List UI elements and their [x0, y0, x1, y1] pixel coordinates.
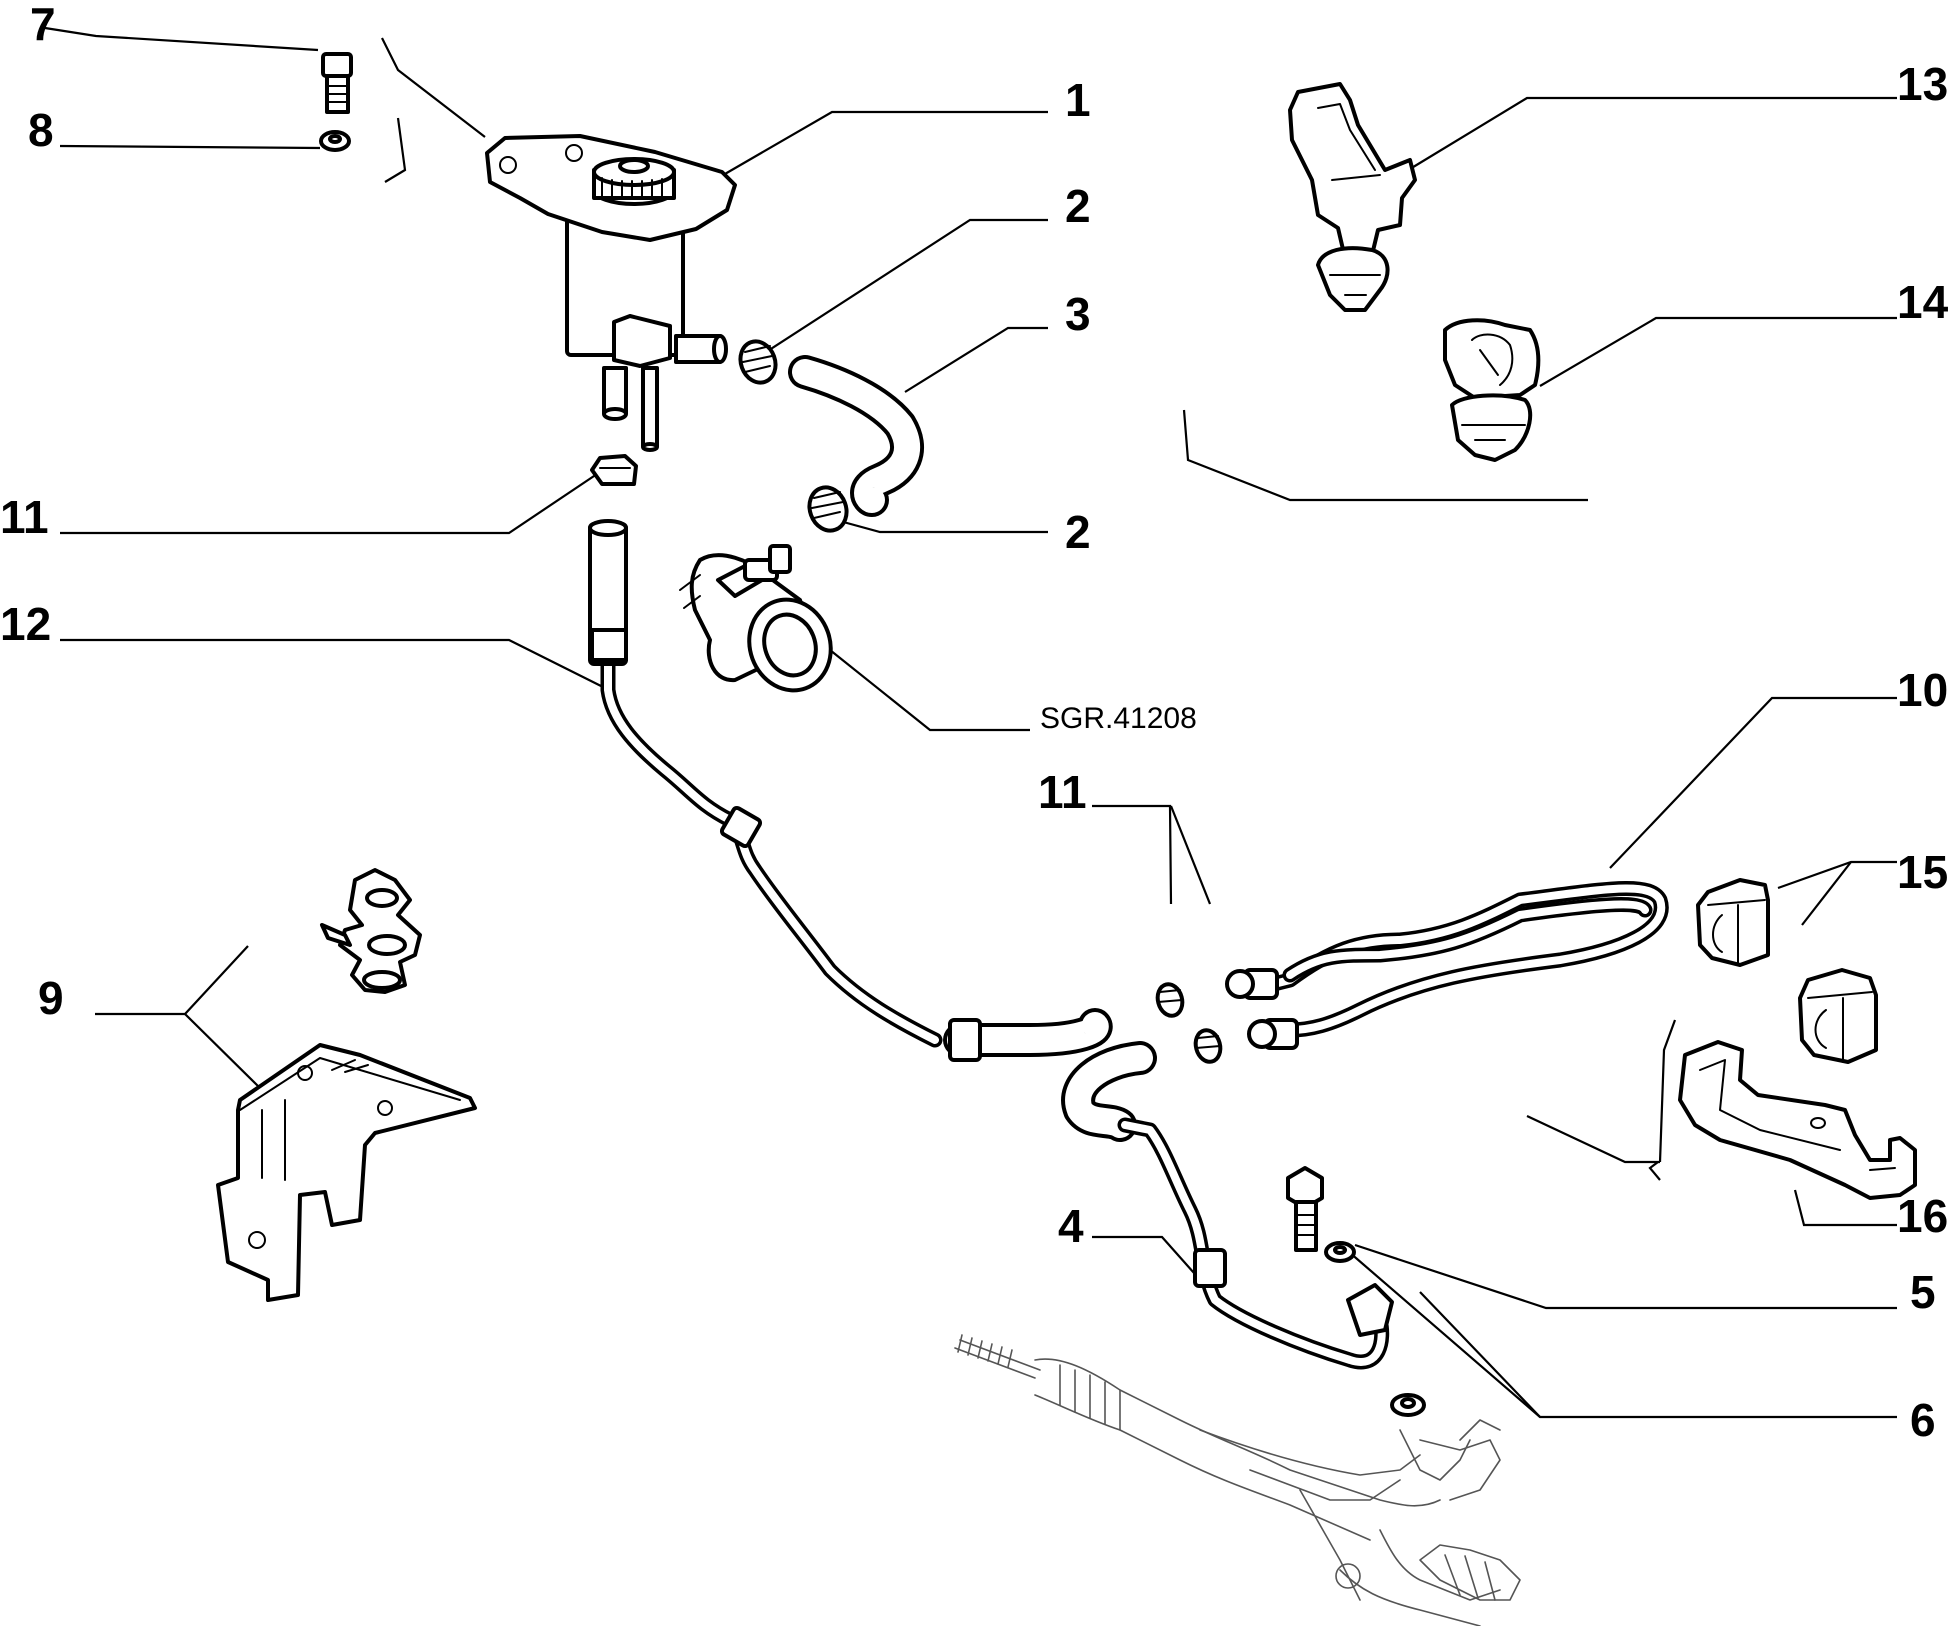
clip-part-14: [1443, 318, 1541, 462]
hose-clamp-part-11-lower-a: [1155, 982, 1185, 1018]
reservoir-part-1: [485, 134, 737, 452]
bolt-part-5: [1286, 1166, 1324, 1252]
callout-13: 13: [1897, 58, 1948, 110]
bracket-part-9: [216, 1043, 477, 1302]
clip-part-13: [1288, 82, 1417, 312]
callout-5: 5: [1910, 1266, 1936, 1318]
pipe-part-10: [1225, 881, 1669, 1050]
callout-3: 3: [1065, 288, 1091, 340]
hose-clamp-part-2-upper: [738, 339, 778, 385]
callout-9: 9: [38, 972, 64, 1024]
callout-7: 7: [30, 0, 56, 50]
pump-fitting: [679, 544, 833, 693]
callout-11-lower: 11: [1038, 766, 1087, 818]
pipe-part-4: [1061, 1041, 1394, 1370]
washer-part-8: [319, 130, 351, 152]
hose-clamp-part-11-upper: [590, 454, 638, 486]
hose-part-3: [788, 355, 924, 517]
callout-4: 4: [1058, 1200, 1084, 1252]
pipe-part-12: [588, 519, 1113, 1062]
bracket-part-16: [1678, 1040, 1917, 1200]
callout-labels: 7 8 1 2 3 2 11 12 11 10 13 14 15 16 9 4 …: [0, 0, 1949, 1446]
leader-lines: [44, 26, 1897, 1419]
rubber-bush-part-15-b: [1798, 968, 1878, 1064]
callout-11-upper: 11: [0, 491, 49, 543]
callout-16: 16: [1897, 1190, 1948, 1242]
hose-clamp-part-2-lower: [807, 485, 849, 533]
callout-2-lower: 2: [1065, 506, 1091, 558]
washer-part-5: [1324, 1241, 1356, 1263]
callout-8: 8: [28, 104, 54, 156]
reference-code: SGR.41208: [1040, 702, 1197, 735]
callout-6: 6: [1910, 1394, 1936, 1446]
callout-10: 10: [1897, 664, 1948, 716]
callout-15: 15: [1897, 846, 1948, 898]
callout-1: 1: [1065, 74, 1091, 126]
hose-clamp-part-11-lower-b: [1193, 1028, 1223, 1064]
rubber-bush-part-15-a: [1696, 878, 1770, 967]
callout-2-upper: 2: [1065, 180, 1091, 232]
bolt-part-7: [321, 52, 353, 114]
steering-rack: [954, 1334, 1521, 1626]
washer-part-6: [1390, 1393, 1426, 1417]
callout-12: 12: [0, 598, 51, 650]
callout-14: 14: [1897, 276, 1949, 328]
clip-part-9: [320, 868, 422, 994]
